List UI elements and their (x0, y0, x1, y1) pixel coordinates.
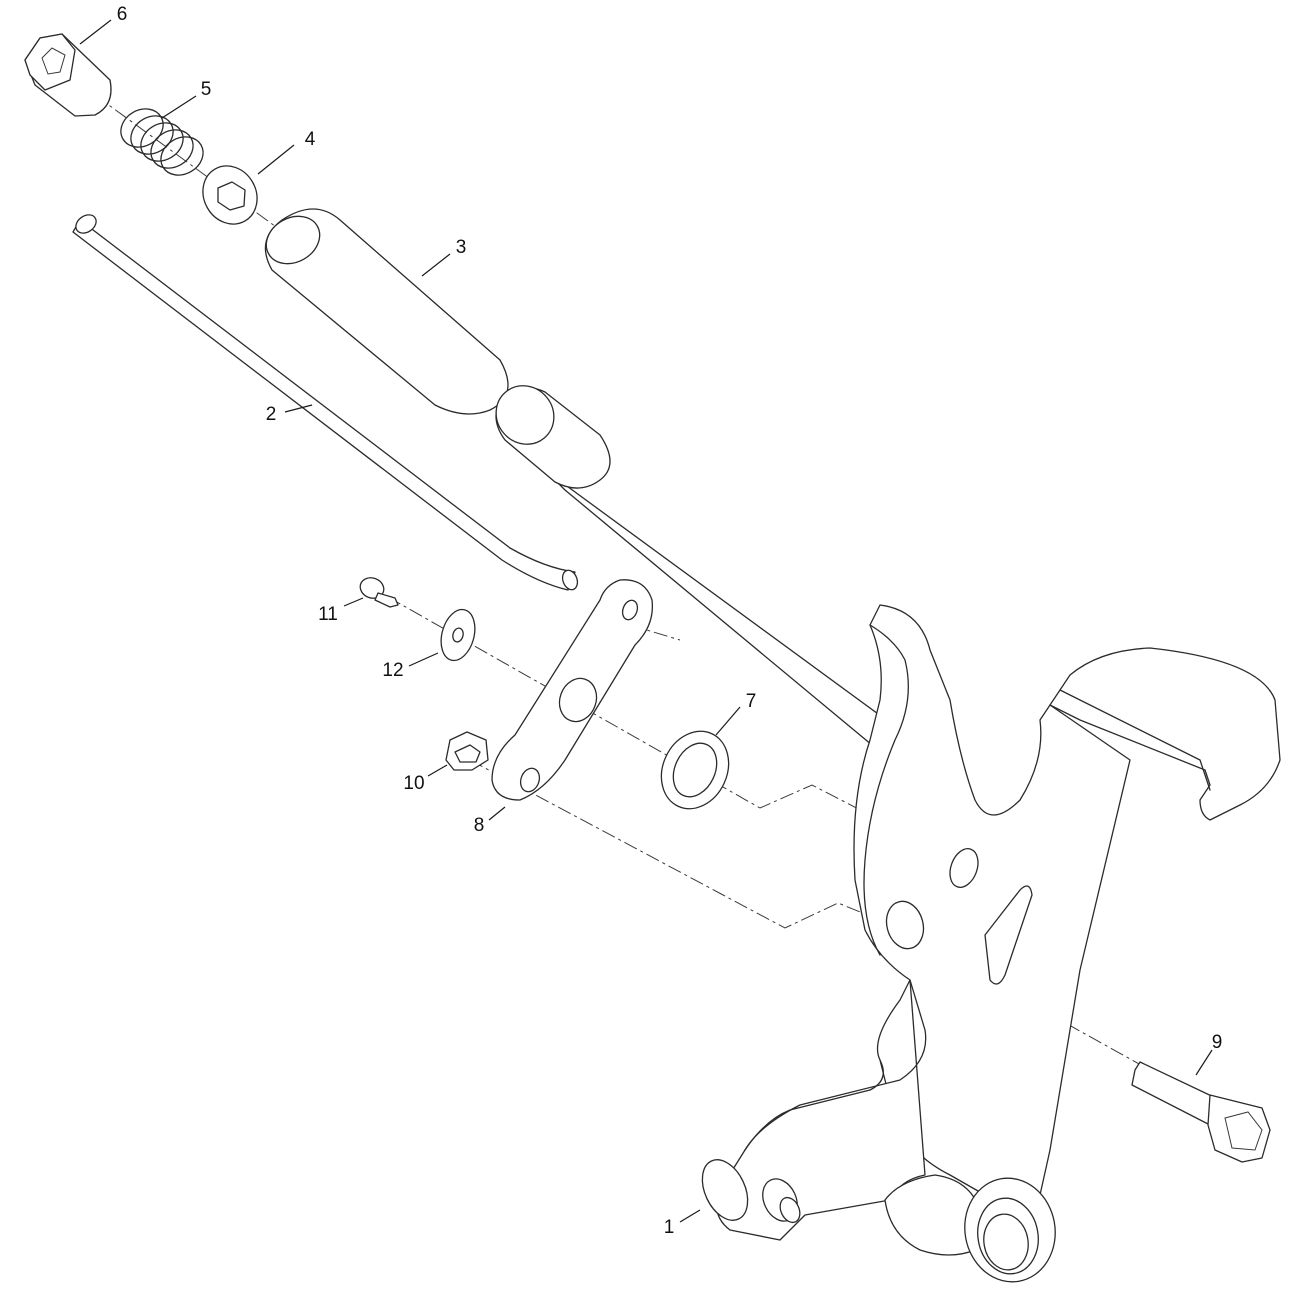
callout-12: 12 (382, 660, 403, 681)
nut-part-10 (445, 731, 489, 771)
callout-8: 8 (474, 815, 485, 836)
callout-9: 9 (1212, 1032, 1223, 1053)
callout-6: 6 (117, 4, 128, 25)
callout-labels: 6 5 4 3 2 7 8 9 10 11 12 1 (117, 4, 1223, 1238)
callout-2: 2 (266, 404, 277, 425)
callout-1: 1 (664, 1217, 675, 1238)
lever-part-1 (544, 469, 1281, 1283)
callout-11: 11 (318, 604, 338, 625)
washer-part-12 (440, 608, 476, 662)
callout-4: 4 (305, 129, 316, 150)
knob-part-6 (24, 33, 112, 117)
spring-part-5 (120, 108, 204, 176)
callout-10: 10 (403, 773, 424, 794)
washer-part-7 (660, 730, 730, 810)
callout-leaders (79, 19, 1213, 1223)
link-plate-part-8 (491, 579, 654, 801)
bolt-part-9 (1131, 1061, 1271, 1163)
callout-3: 3 (456, 237, 467, 258)
washer-part-4 (202, 165, 258, 225)
rod-part-2 (72, 214, 579, 591)
callout-7: 7 (746, 691, 757, 712)
grip-sleeve-part-3 (264, 208, 611, 489)
callout-5: 5 (201, 79, 212, 100)
rivet-part-11 (359, 577, 399, 608)
